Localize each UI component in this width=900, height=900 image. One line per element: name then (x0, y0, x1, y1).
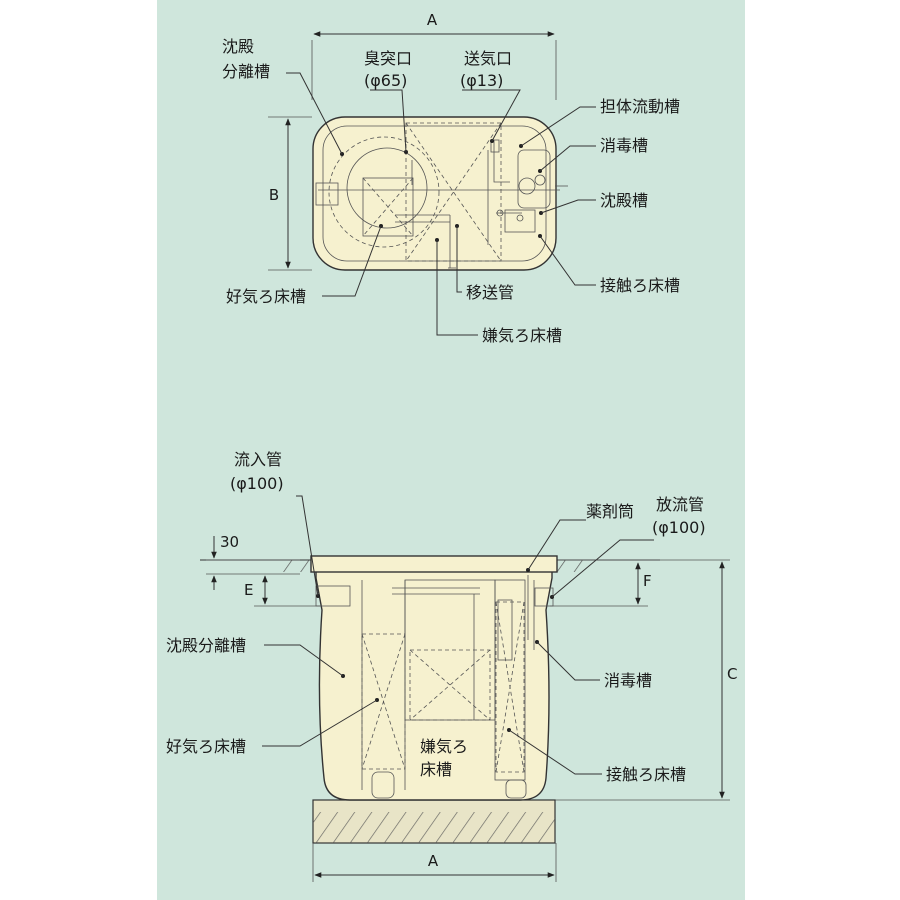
plan-label-sedimentation-separation-1: 沈殿 (222, 37, 254, 56)
plan-dim-b: B (269, 186, 279, 204)
section-tank-top (310, 555, 558, 573)
section-view: 30 E F C (166, 450, 737, 882)
plan-label-anaerobic-filter-tank: 嫌気ろ床槽 (482, 326, 562, 345)
plan-view: A B (222, 11, 680, 345)
section-label-outlet-pipe: 放流管 (656, 495, 704, 514)
plan-label-vent-port: 臭突口 (364, 49, 412, 68)
plan-dim-a: A (427, 11, 438, 29)
section-label-sedimentation-separation-tank: 沈殿分離槽 (166, 636, 246, 655)
plan-label-contact-filter-tank: 接触ろ床槽 (600, 276, 680, 295)
section-label-aerobic-filter-tank: 好気ろ床槽 (166, 737, 246, 756)
section-label-anaerobic-filter-tank-1: 嫌気ろ (420, 737, 468, 756)
section-dim-f: F (643, 572, 652, 590)
section-dim-30: 30 (220, 533, 239, 551)
plan-label-carrier-fluid-tank: 担体流動槽 (600, 97, 680, 116)
section-label-chemical-tube: 薬剤筒 (586, 502, 634, 521)
section-label-disinfection-tank: 消毒槽 (604, 671, 652, 690)
section-dim-e: E (244, 581, 253, 599)
plan-label-aerobic-filter-tank: 好気ろ床槽 (226, 287, 306, 306)
section-label-contact-filter-tank: 接触ろ床槽 (606, 765, 686, 784)
section-dim-a: A (428, 852, 439, 870)
section-label-inlet-pipe: 流入管 (234, 450, 282, 469)
section-label-outlet-pipe-size: (φ100) (652, 518, 706, 537)
section-label-inlet-pipe-size: (φ100) (230, 474, 284, 493)
plan-label-air-supply-port-size: (φ13) (460, 71, 503, 90)
plan-label-vent-port-size: (φ65) (364, 71, 407, 90)
section-dim-c: C (727, 665, 737, 683)
section-label-anaerobic-filter-tank-2: 床槽 (420, 760, 452, 779)
plan-label-transfer-pipe: 移送管 (466, 283, 514, 302)
section-tank-body (315, 569, 553, 801)
plan-tank-outline (312, 116, 557, 271)
plan-label-disinfection-tank: 消毒槽 (600, 136, 648, 155)
plan-label-air-supply-port: 送気口 (464, 49, 512, 68)
plan-label-sedimentation-separation-2: 分離槽 (222, 62, 270, 81)
plan-label-sedimentation-tank: 沈殿槽 (600, 191, 648, 210)
